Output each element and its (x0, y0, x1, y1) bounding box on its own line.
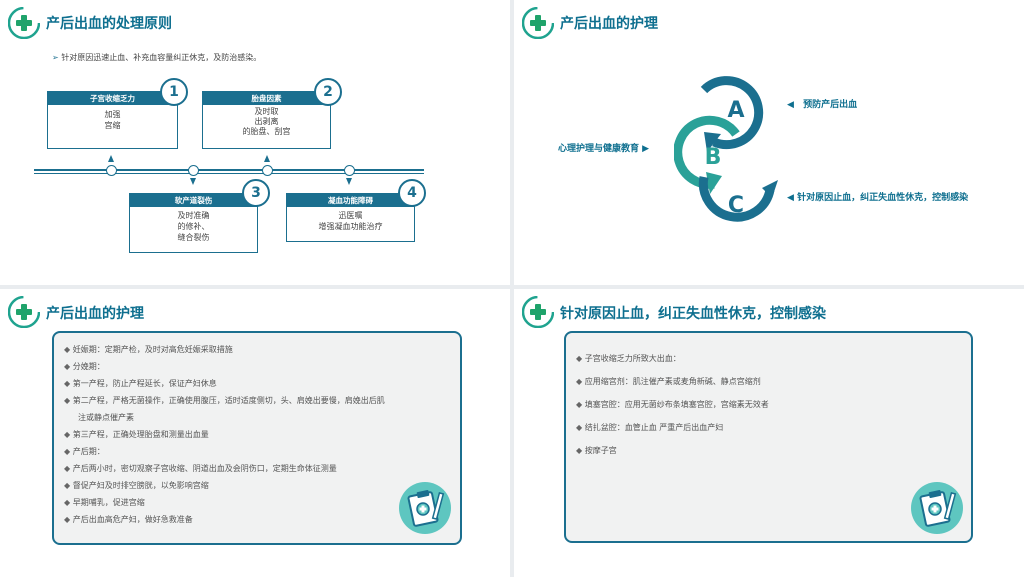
measures-list: ◆ 子宫收缩乏力所致大出血： ◆ 应用缩宫剂：肌注催产素或麦角新碱、静点宫缩剂 … (576, 347, 769, 462)
abc-cycle-diagram: A B C (674, 76, 778, 222)
label-a: ◀ 预防产后出血 (787, 97, 857, 110)
box-line: 增强凝血功能治疗 (318, 222, 383, 231)
box-header: 软产道裂伤 (130, 194, 257, 207)
label-b-text: 心理护理与健康教育 (558, 144, 640, 154)
box-coagulation-disorder: 凝血功能障碍 迅医嘱 增强凝血功能治疗 (286, 193, 415, 242)
box-line: 及时准确 (177, 211, 210, 220)
number-badge: 2 (314, 78, 342, 106)
medical-clipboard-icon (911, 482, 963, 534)
arrow-left-icon: ◀ (787, 193, 794, 203)
box-line: 的修补、 (177, 222, 210, 231)
box-line: 迅医嘱 (338, 211, 363, 220)
box-placental-factors: 胎盘因素 及时取 出剥离 的胎盘、刮宫 (202, 91, 331, 149)
letter-b: B (705, 145, 722, 170)
list-item: ◆ 分娩期： (64, 362, 105, 371)
arrow-right-icon: ▶ (642, 144, 650, 154)
slide-postpartum-care-list[interactable]: 产后出血的护理 ◆ 妊娠期：定期产检，及时对高危妊娠采取措施 ◆ 分娩期： ◆ … (0, 289, 510, 577)
list-item: ◆ 产后出血高危产妇，做好急救准备 (64, 515, 193, 524)
number-badge: 4 (398, 179, 426, 207)
label-b: 心理护理与健康教育 ▶ (558, 141, 649, 154)
box-line: 的胎盘、刮宫 (242, 127, 291, 136)
arrow-left-icon: ◀ (787, 100, 794, 110)
timeline-dot (344, 165, 355, 176)
list-item: ◆ 应用缩宫剂：肌注催产素或麦角新碱、静点宫缩剂 (576, 377, 761, 386)
box-line: 缝合裂伤 (177, 233, 210, 242)
timeline-line-thin (34, 173, 424, 174)
box-header: 子宫收缩乏力 (48, 92, 177, 105)
slide-hemostasis-measures[interactable]: 针对原因止血，纠正失血性休克，控制感染 ◆ 子宫收缩乏力所致大出血： ◆ 应用缩… (514, 289, 1024, 577)
care-list: ◆ 妊娠期：定期产检，及时对高危妊娠采取措施 ◆ 分娩期： ◆ 第一产程，防止产… (64, 341, 385, 528)
box-line: 出剥离 (254, 117, 279, 126)
label-c-text: 针对原因止血，纠正失血性休克，控制感染 (797, 193, 969, 203)
box-header: 胎盘因素 (203, 92, 330, 105)
label-c: ◀ 针对原因止血，纠正失血性休克，控制感染 (787, 190, 968, 203)
letter-a: A (727, 98, 744, 123)
list-item: ◆ 填塞宫腔：应用无菌纱布条填塞宫腔，宫缩素无效者 (576, 400, 769, 409)
label-a-text: 预防产后出血 (803, 100, 858, 110)
arrow-down-icon (190, 178, 196, 185)
slide-postpartum-care-abc[interactable]: 产后出血的护理 A B C ◀ 预防产后出血 心理护理与健康教育 ▶ ◀ 针对原… (514, 0, 1024, 285)
box-uterine-atony: 子宫收缩乏力 加强 宫缩 (47, 91, 178, 149)
bullet-text: 针对原因迅速止血、补充血容量纠正休克，及防治感染。 (61, 53, 262, 62)
arrow-down-icon (346, 178, 352, 185)
medical-clipboard-icon (399, 482, 451, 534)
medical-cross-logo-icon (8, 7, 40, 39)
list-item: ◆ 结扎盆腔：血管止血 严重产后出血产妇 (576, 423, 724, 432)
letter-c: C (728, 193, 744, 218)
list-item: ◆ 产后期： (64, 447, 105, 456)
slide-title: 针对原因止血，纠正失血性休克，控制感染 (560, 306, 826, 322)
list-item: ◆ 产后两小时，密切观察子宫收缩、阴道出血及会阴伤口，定期生命体征测量 (64, 464, 337, 473)
timeline-dot (262, 165, 273, 176)
slide-treatment-principles[interactable]: 产后出血的处理原则 ➢ 针对原因迅速止血、补充血容量纠正休克，及防治感染。 子宫… (0, 0, 510, 285)
list-item: ◆ 妊娠期：定期产检，及时对高危妊娠采取措施 (64, 345, 233, 354)
slide-title: 产后出血的处理原则 (46, 16, 172, 32)
arrow-up-icon (108, 155, 114, 162)
arrow-bullet-icon: ➢ (52, 53, 59, 62)
arrow-up-icon (264, 155, 270, 162)
list-item: ◆ 按摩子宫 (576, 446, 617, 455)
list-item: ◆ 督促产妇及时排空膀胱，以免影响宫缩 (64, 481, 209, 490)
timeline-line (34, 169, 424, 171)
number-badge: 1 (160, 78, 188, 106)
list-item-continuation: 注或静点催产素 (78, 413, 134, 422)
medical-cross-logo-icon (522, 7, 554, 39)
list-item: ◆ 第三产程，正确处理胎盘和测量出血量 (64, 430, 209, 439)
list-item: ◆ 子宫收缩乏力所致大出血： (576, 354, 681, 363)
list-item: ◆ 第二产程，严格无菌操作，正确使用腹压，适时适度侧切，头、肩娩出要慢，肩娩出后… (64, 396, 385, 405)
slide-title: 产后出血的护理 (560, 16, 658, 32)
number-badge: 3 (242, 179, 270, 207)
bullet-line: ➢ 针对原因迅速止血、补充血容量纠正休克，及防治感染。 (52, 52, 261, 63)
slide-title: 产后出血的护理 (46, 306, 144, 322)
timeline-dot (188, 165, 199, 176)
medical-cross-logo-icon (522, 296, 554, 328)
box-line: 及时取 (254, 107, 279, 116)
content-panel: ◆ 妊娠期：定期产检，及时对高危妊娠采取措施 ◆ 分娩期： ◆ 第一产程，防止产… (52, 331, 462, 545)
list-item: ◆ 第一产程，防止产程延长，保证产妇休息 (64, 379, 217, 388)
content-panel: ◆ 子宫收缩乏力所致大出血： ◆ 应用缩宫剂：肌注催产素或麦角新碱、静点宫缩剂 … (564, 331, 973, 543)
box-line: 加强 (104, 110, 121, 119)
box-header: 凝血功能障碍 (287, 194, 414, 207)
box-line: 宫缩 (104, 121, 121, 130)
timeline-dot (106, 165, 117, 176)
list-item: ◆ 早期哺乳，促进宫缩 (64, 498, 145, 507)
medical-cross-logo-icon (8, 296, 40, 328)
box-soft-tissue-laceration: 软产道裂伤 及时准确 的修补、 缝合裂伤 (129, 193, 258, 253)
